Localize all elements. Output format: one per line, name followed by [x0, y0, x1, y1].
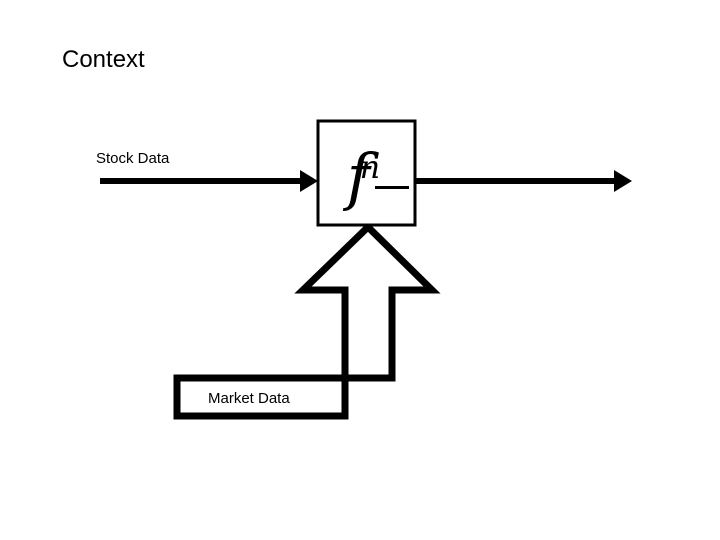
stock-data-arrow	[100, 170, 318, 192]
market-data-label: Market Data	[208, 390, 290, 407]
output-arrow-head	[614, 170, 632, 192]
page-title: Context	[62, 46, 145, 73]
function-symbol-exponent-n: n	[359, 148, 381, 186]
function-symbol-f: f	[346, 140, 370, 213]
stock-data-arrow-head	[300, 170, 318, 192]
function-block-symbol: fn	[318, 121, 415, 225]
stock-data-label: Stock Data	[96, 150, 170, 167]
function-block-box	[316, 119, 417, 227]
output-arrow	[415, 170, 632, 192]
market-data-block-arrow	[173, 222, 441, 420]
function-symbol-underbar	[374, 186, 409, 189]
